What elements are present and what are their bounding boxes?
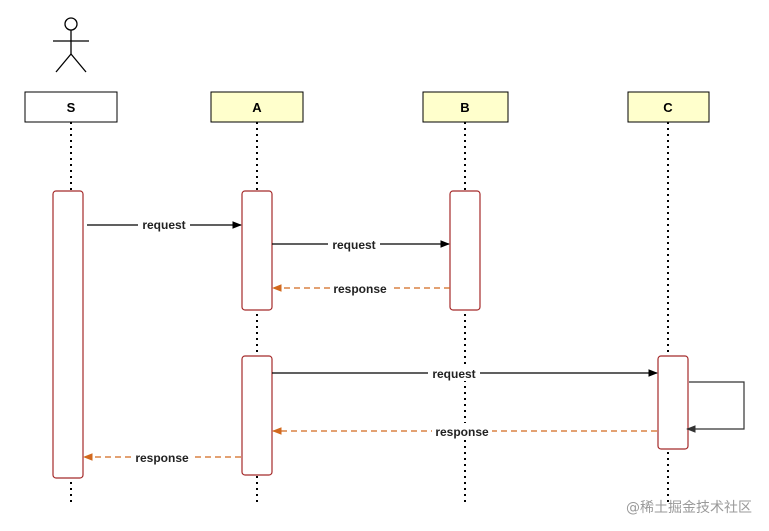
message-a-to-b-request[interactable]: request xyxy=(272,236,450,252)
self-call-line[interactable] xyxy=(686,381,745,433)
activation-c[interactable] xyxy=(657,355,689,450)
lifelines xyxy=(70,122,669,505)
participant-box-a[interactable] xyxy=(210,91,304,123)
activation-a-1[interactable] xyxy=(241,190,273,311)
message-label: response xyxy=(135,451,189,465)
message-label: response xyxy=(333,282,387,296)
message-b-to-a-response[interactable]: response xyxy=(272,280,450,296)
participant-box-b[interactable] xyxy=(422,91,509,123)
activation-s[interactable] xyxy=(52,190,84,479)
message-label: request xyxy=(142,218,185,232)
participant-a[interactable]: A xyxy=(210,91,304,123)
participant-label-s: S xyxy=(67,100,76,115)
activation-b[interactable] xyxy=(449,190,481,311)
message-a-to-s-response[interactable]: response xyxy=(83,449,241,465)
participant-label-b: B xyxy=(460,100,469,115)
participant-s[interactable]: S xyxy=(24,91,118,123)
participant-label-a: A xyxy=(252,100,262,115)
message-a-to-c-request[interactable]: request xyxy=(272,365,658,381)
participant-box-s[interactable] xyxy=(24,91,118,123)
message-c-self-call[interactable] xyxy=(686,381,745,433)
participant-label-c: C xyxy=(663,100,673,115)
participant-c[interactable]: C xyxy=(627,91,710,123)
message-s-to-a-request[interactable]: request xyxy=(87,216,242,232)
watermark-text: @稀土掘金技术社区 xyxy=(626,500,752,516)
participant-box-c[interactable] xyxy=(627,91,710,123)
message-label: response xyxy=(435,425,489,439)
participant-b[interactable]: B xyxy=(422,91,509,123)
actor-figure-icon xyxy=(53,17,89,73)
activation-bars xyxy=(52,190,689,479)
activation-a-2[interactable] xyxy=(241,355,273,476)
message-label: request xyxy=(432,367,475,381)
message-label: request xyxy=(332,238,375,252)
message-c-to-a-response[interactable]: response xyxy=(272,423,657,439)
